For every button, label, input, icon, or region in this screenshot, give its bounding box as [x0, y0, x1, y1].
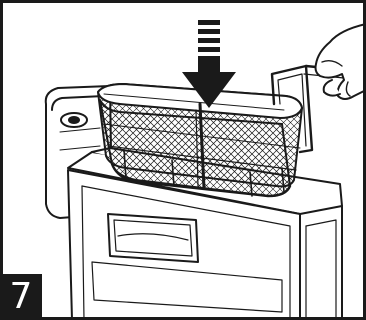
- hand-icon: [316, 24, 366, 99]
- step-number-badge: 7: [0, 274, 42, 320]
